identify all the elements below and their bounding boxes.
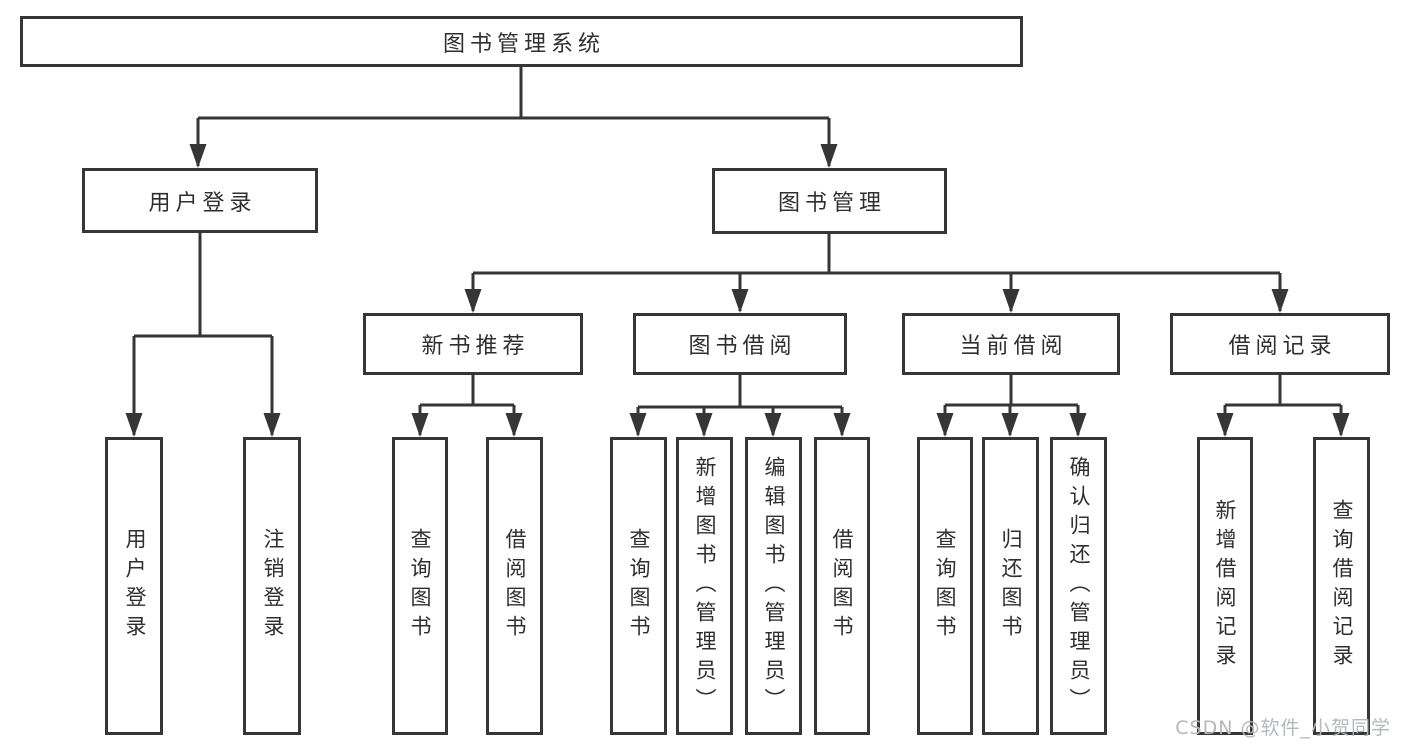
node-label: 新书推荐 (421, 334, 530, 359)
node-query-books-borrowing: 查询图书 (610, 437, 667, 735)
node-query-books-recommendation: 查询图书 (392, 437, 448, 735)
node-add-books-admin: 新增图书（管理员） (676, 437, 733, 735)
connector-paths (132, 67, 1343, 435)
node-edit-books-admin: 编辑图书（管理员） (745, 437, 802, 735)
node-label: 图书管理系统 (442, 31, 605, 57)
node-logout: 注销登录 (243, 437, 301, 735)
node-label: 当前借阅 (959, 334, 1068, 359)
node-borrow-books-recommendation: 借阅图书 (486, 437, 543, 735)
node-borrow-books: 借阅图书 (814, 437, 870, 735)
node-new-book-recommendation: 新书推荐 (363, 313, 583, 375)
node-library-management-system: 图书管理系统 (20, 16, 1023, 67)
node-label: 图书借阅 (688, 334, 797, 359)
node-query-borrow-record: 查询借阅记录 (1313, 437, 1370, 735)
node-confirm-return-admin: 确认归还（管理员） (1050, 437, 1107, 735)
node-add-borrow-record: 新增借阅记录 (1197, 437, 1253, 735)
arrowheads (125, 144, 1350, 437)
node-user-login-group: 用户登录 (82, 168, 318, 233)
node-query-books-current: 查询图书 (917, 437, 973, 735)
node-user-login: 用户登录 (105, 437, 163, 735)
node-return-books: 归还图书 (982, 437, 1039, 735)
node-label: 用户登录 (148, 190, 257, 216)
node-borrowing-records: 借阅记录 (1170, 313, 1390, 375)
node-book-borrowing: 图书借阅 (633, 313, 847, 375)
node-label: 图书管理 (777, 191, 886, 216)
csdn-watermark: CSDN @软件_小贺同学 (1175, 717, 1391, 739)
node-label: 借阅记录 (1228, 334, 1337, 359)
node-current-borrowing: 当前借阅 (902, 313, 1120, 375)
node-book-management: 图书管理 (712, 168, 947, 234)
